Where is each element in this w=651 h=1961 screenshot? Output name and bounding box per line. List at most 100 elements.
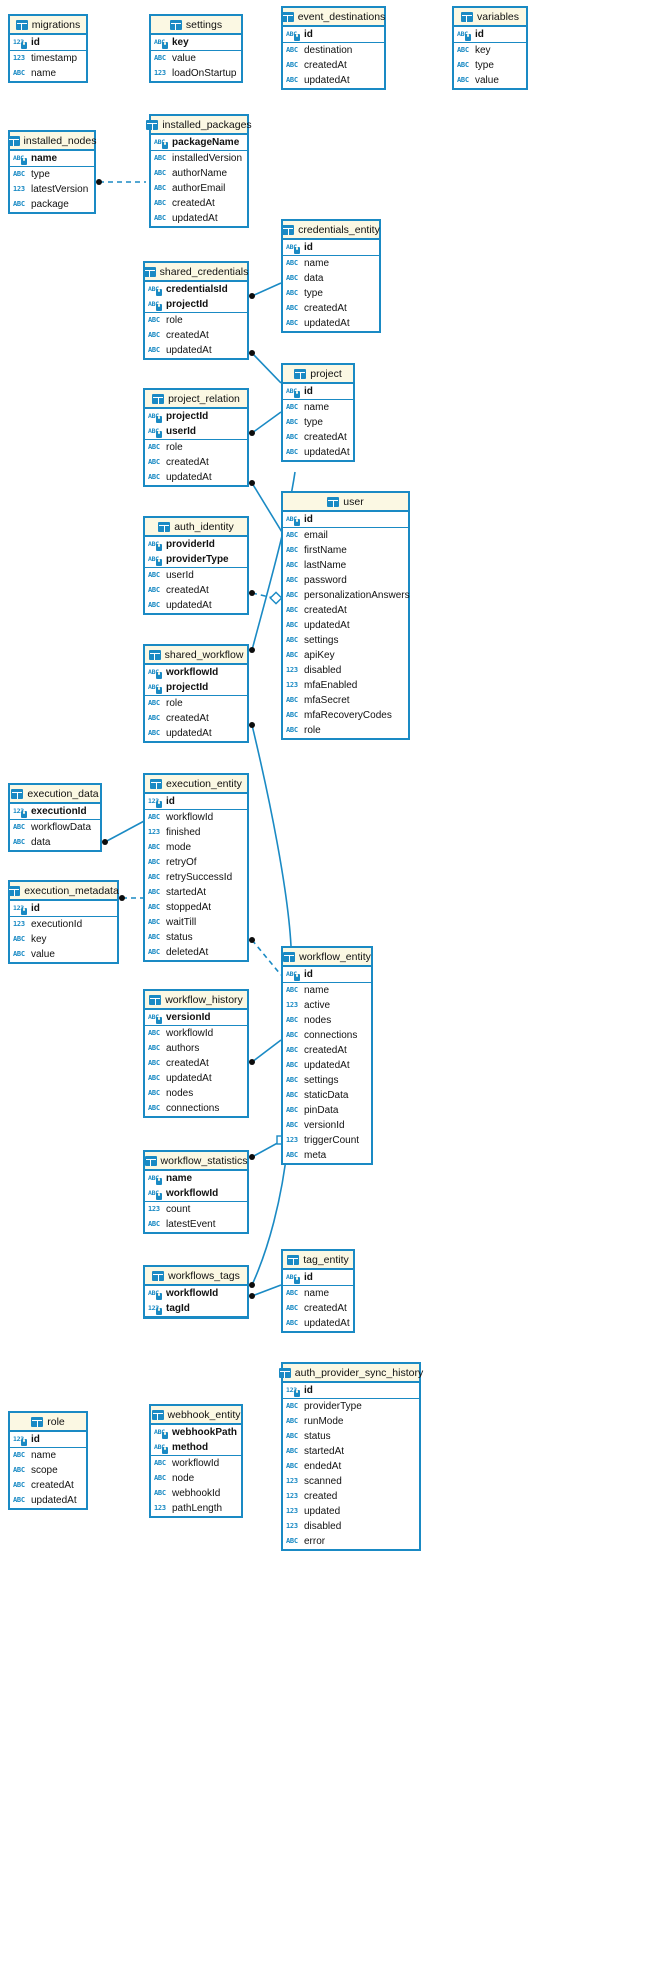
entity-header[interactable]: shared_credentials: [143, 263, 248, 282]
entity-header[interactable]: credentials_entity: [282, 221, 380, 240]
entity-header[interactable]: project_relation: [145, 390, 247, 409]
entity-header[interactable]: event_destinations: [281, 8, 385, 27]
entity-header[interactable]: shared_workflow: [145, 646, 247, 665]
entity-header[interactable]: settings: [151, 16, 241, 35]
entity-header[interactable]: execution_entity: [145, 775, 247, 794]
entity-header[interactable]: tag_entity: [283, 1251, 353, 1270]
entity-header[interactable]: auth_provider_sync_history: [278, 1364, 423, 1383]
entity-header[interactable]: workflow_entity: [283, 948, 371, 967]
entity-header[interactable]: variables: [454, 8, 526, 27]
entity-header[interactable]: project: [283, 365, 353, 384]
entity-header[interactable]: execution_data: [10, 785, 100, 804]
